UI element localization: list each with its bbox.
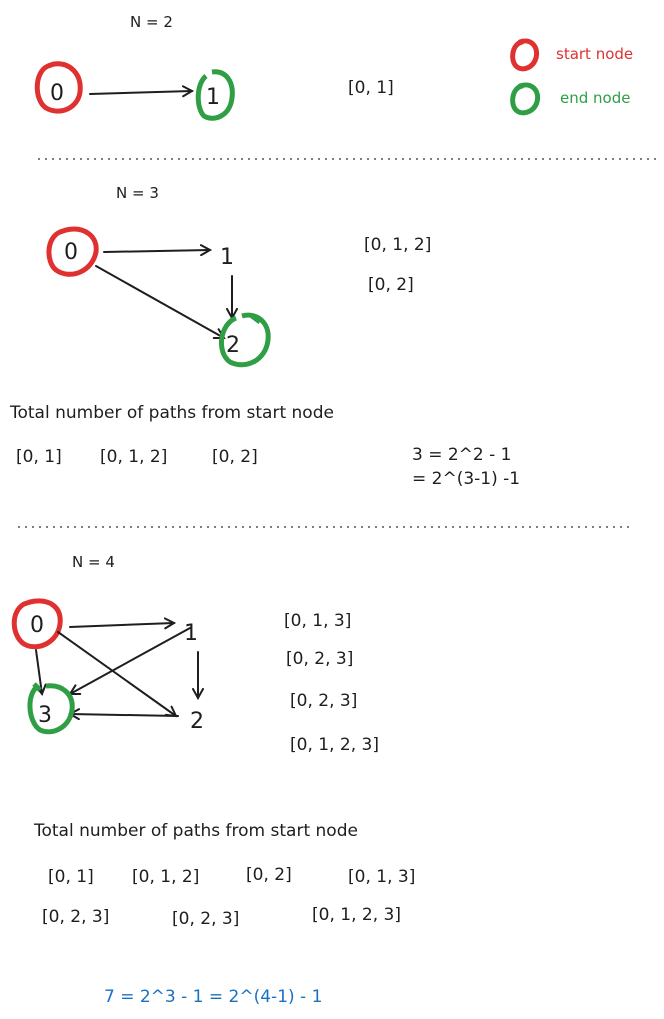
n4-total-row1-path-1: [0, 1, 2]: [132, 867, 199, 887]
n4-edge-0-2: [57, 631, 176, 716]
n4-total-row2-path-1: [0, 2, 3]: [172, 909, 239, 929]
section-n3: N = 3 0 1 2 [0, 1, 2] [0, 2] Total numbe…: [9, 184, 520, 489]
n4-node-2: 2: [190, 709, 204, 734]
n3-total-path-2: [0, 2]: [212, 447, 258, 467]
n4-start-ring: [11, 598, 63, 650]
section-n4-title: N = 4: [72, 553, 115, 571]
n3-formula-line1: 3 = 2^2 - 1: [412, 445, 512, 465]
n4-total-row1-path-0: [0, 1]: [48, 867, 94, 887]
legend: start node end node: [510, 38, 633, 116]
n3-total-path-1: [0, 1, 2]: [100, 447, 167, 467]
n4-edge-1-3: [70, 627, 191, 694]
legend-end-swatch: [510, 82, 541, 116]
n3-total-heading: Total number of paths from start node: [9, 403, 334, 423]
n4-edge-0-3: [36, 649, 42, 694]
n3-edge-0-2: [95, 265, 224, 338]
section-n3-title: N = 3: [116, 184, 159, 202]
n3-end-ring: [219, 312, 271, 368]
section-n4: N = 4 0 1 2 3 [0, 1, 3] [0, 2, 3] [0, 2,…: [11, 553, 415, 1007]
n3-edge-0-1: [103, 250, 210, 252]
section-n2: N = 2 0 1 [0, 1]: [34, 13, 394, 121]
n4-node-1: 1: [184, 621, 198, 646]
n4-node-3: 3: [38, 703, 52, 728]
n2-start-ring: [34, 61, 83, 114]
n4-edge-2-3: [70, 714, 179, 716]
n4-total-row2-path-0: [0, 2, 3]: [42, 907, 109, 927]
n2-edge-0-1: [89, 91, 192, 94]
n2-path-0: [0, 1]: [348, 78, 394, 98]
n3-total-path-0: [0, 1]: [16, 447, 62, 467]
n4-node-0: 0: [30, 613, 44, 638]
legend-start-swatch: [510, 38, 540, 72]
n2-node-1: 1: [206, 85, 220, 110]
n3-start-ring: [46, 226, 99, 277]
n4-path-3: [0, 1, 2, 3]: [290, 735, 379, 755]
legend-start-label: start node: [556, 45, 633, 63]
n4-total-row1-path-3: [0, 1, 3]: [348, 867, 415, 887]
n3-node-2: 2: [226, 333, 240, 358]
n4-path-2: [0, 2, 3]: [290, 691, 357, 711]
n4-path-1: [0, 2, 3]: [286, 649, 353, 669]
n4-end-ring: [27, 682, 75, 735]
n3-node-1: 1: [220, 245, 234, 270]
n2-node-0: 0: [50, 81, 64, 106]
n4-edge-0-1: [69, 623, 174, 627]
n3-path-1: [0, 2]: [368, 275, 414, 295]
section-n2-title: N = 2: [130, 13, 173, 31]
n4-total-heading: Total number of paths from start node: [33, 821, 358, 841]
n4-formula: 7 = 2^3 - 1 = 2^(4-1) - 1: [104, 987, 322, 1007]
legend-end-label: end node: [560, 89, 630, 107]
n2-end-ring: [195, 69, 235, 121]
n4-total-row2-path-2: [0, 1, 2, 3]: [312, 905, 401, 925]
n3-path-0: [0, 1, 2]: [364, 235, 431, 255]
n4-path-0: [0, 1, 3]: [284, 611, 351, 631]
n4-total-row1-path-2: [0, 2]: [246, 865, 292, 885]
n3-formula-line2: = 2^(3-1) -1: [412, 469, 520, 489]
n3-node-0: 0: [64, 240, 78, 265]
